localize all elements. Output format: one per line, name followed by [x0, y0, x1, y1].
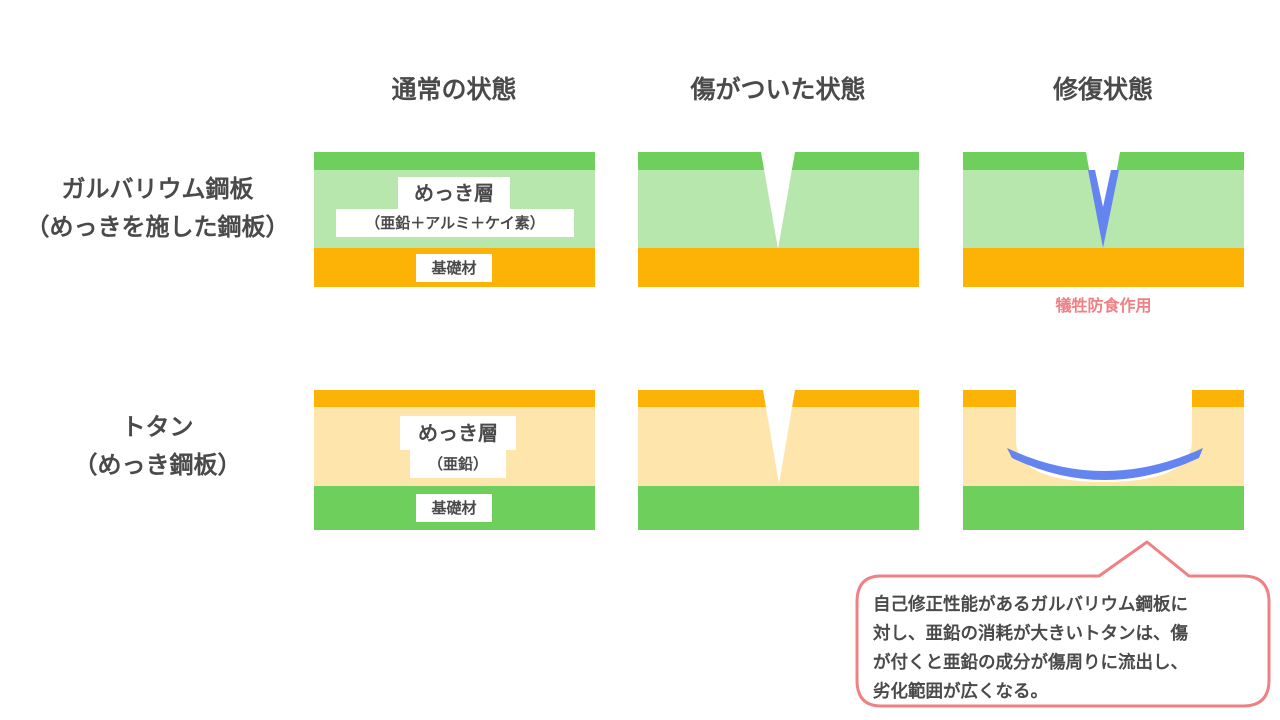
- tin-base-label: 基礎材: [416, 494, 492, 522]
- tin-repaired-panel: [963, 390, 1244, 530]
- column-title-normal: 通常の状態: [391, 75, 517, 104]
- note-text: 自己修正性能があるガルバリウム鋼板に 対し、亜鉛の消耗が大きいトタンは、傷 が付…: [873, 591, 1263, 707]
- galvalume-scratch-svg: [761, 152, 795, 249]
- tin-base-layer: [963, 486, 1244, 530]
- tin-eroded-area: [1016, 390, 1192, 482]
- galvalume-scratch: [761, 152, 795, 249]
- note-bubble: [855, 540, 1271, 708]
- tin-top-coat: [314, 390, 595, 407]
- galvalume-plating-label: めっき層: [398, 177, 510, 209]
- tin-zinc-outflow-film: [1007, 448, 1203, 480]
- tin-scratch-svg: [763, 390, 795, 484]
- galvalume-zinc-repair-film: [1088, 170, 1119, 248]
- galvalume-repair-svg: [1086, 152, 1120, 248]
- row-label-galvalume-line2: （めっきを施した鋼板）: [25, 213, 290, 241]
- column-title-repaired: 修復状態: [1052, 75, 1153, 104]
- galvalume-top-coat: [314, 152, 595, 170]
- note-line: 自己修正性能があるガルバリウム鋼板に: [873, 595, 1188, 615]
- galvalume-base-layer: [963, 248, 1244, 287]
- galvalume-base-layer: [638, 248, 919, 287]
- tin-scratch: [763, 390, 795, 484]
- column-title-damaged: 傷がついた状態: [690, 75, 866, 104]
- tin-plating-sub: （亜鉛）: [410, 450, 506, 478]
- galvalume-base-label: 基礎材: [416, 254, 492, 282]
- tin-damaged-panel: [638, 390, 919, 530]
- row-label-galvalume-line1: ガルバリウム鋼板: [61, 175, 254, 203]
- row-label-tin: トタン （めっき鋼板）: [0, 408, 315, 484]
- galvalume-plating-sub: （亜鉛＋アルミ＋ケイ素）: [336, 209, 574, 237]
- row-label-galvalume: ガルバリウム鋼板 （めっきを施した鋼板）: [0, 170, 315, 246]
- tin-normal-panel: めっき層 （亜鉛） 基礎材: [314, 390, 595, 530]
- sacrificial-protection-caption: 犠牲防食作用: [1055, 296, 1152, 315]
- note-line: が付くと亜鉛の成分が傷周りに流出し、: [873, 653, 1188, 673]
- tin-corrosion-svg: [1007, 390, 1203, 482]
- note-bubble-outline: [855, 540, 1271, 708]
- galvalume-normal-panel: めっき層 （亜鉛＋アルミ＋ケイ素） 基礎材: [314, 152, 595, 287]
- row-label-tin-line2: （めっき鋼板）: [73, 451, 242, 479]
- tin-base-layer: [638, 486, 919, 530]
- tin-plating-label: めっき層: [400, 416, 516, 450]
- galvalume-damaged-panel: [638, 152, 919, 287]
- note-line: 対し、亜鉛の消耗が大きいトタンは、傷: [873, 624, 1188, 644]
- galvalume-repaired-panel: [963, 152, 1244, 287]
- note-line: 劣化範囲が広くなる。: [873, 682, 1048, 702]
- row-label-tin-line1: トタン: [121, 413, 194, 441]
